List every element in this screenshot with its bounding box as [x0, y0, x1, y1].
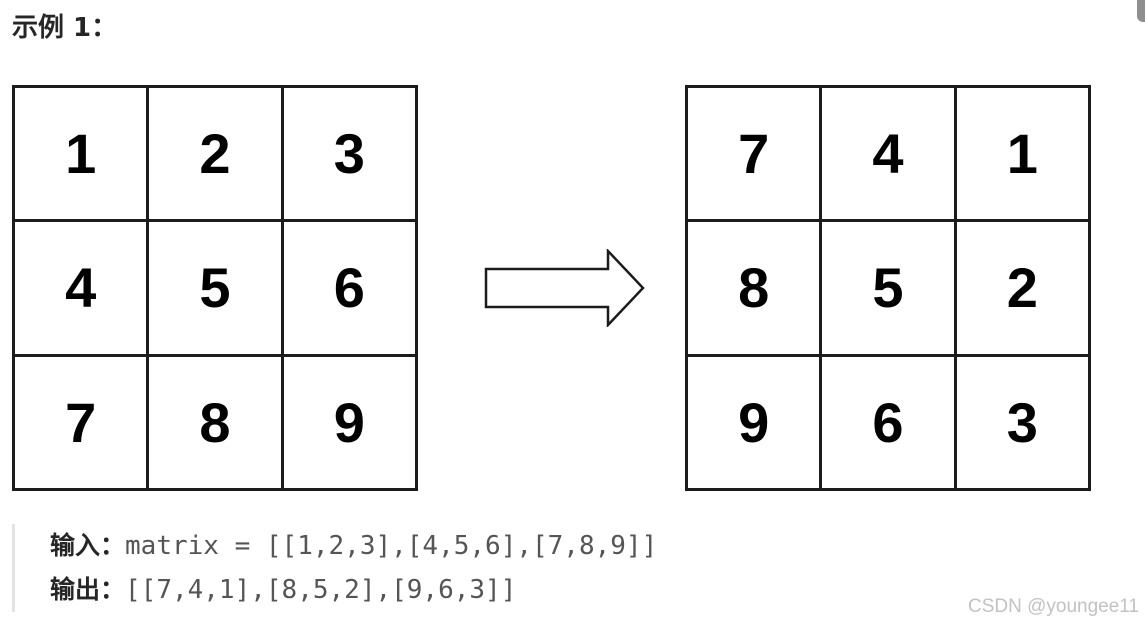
- input-matrix-cell: 7: [15, 356, 150, 491]
- input-line: 输入：matrix = [[1,2,3],[4,5,6],[7,8,9]]: [50, 524, 657, 568]
- input-matrix: 1 2 3 4 5 6 7 8 9: [12, 85, 418, 491]
- example-title: 示例 1：: [12, 13, 118, 43]
- input-matrix-cell: 6: [283, 222, 418, 357]
- output-matrix-cell: 1: [956, 88, 1091, 223]
- input-value: matrix = [[1,2,3],[4,5,6],[7,8,9]]: [125, 531, 658, 561]
- output-label: 输出：: [50, 575, 126, 604]
- input-matrix-cell: 8: [149, 356, 284, 491]
- input-matrix-cell: 2: [149, 88, 284, 223]
- output-line: 输出：[[7,4,1],[8,5,2],[9,6,3]]: [50, 568, 657, 612]
- input-matrix-cell: 9: [283, 356, 418, 491]
- right-arrow-icon: [484, 249, 645, 327]
- output-matrix: 7 4 1 8 5 2 9 6 3: [685, 85, 1091, 491]
- output-matrix-cell: 8: [688, 222, 823, 357]
- input-matrix-cell: 1: [15, 88, 150, 223]
- example-code-block: 输入：matrix = [[1,2,3],[4,5,6],[7,8,9]] 输出…: [12, 524, 657, 612]
- input-matrix-cell: 5: [149, 222, 284, 357]
- output-matrix-cell: 6: [822, 356, 957, 491]
- input-matrix-cell: 4: [15, 222, 150, 357]
- output-matrix-cell: 2: [956, 222, 1091, 357]
- output-matrix-cell: 9: [688, 356, 823, 491]
- output-matrix-cell: 3: [956, 356, 1091, 491]
- watermark: CSDN @youngee11: [967, 596, 1139, 617]
- scrollbar-thumb[interactable]: [1137, 0, 1145, 22]
- input-matrix-cell: 3: [283, 88, 418, 223]
- output-value: [[7,4,1],[8,5,2],[9,6,3]]: [125, 575, 517, 605]
- output-matrix-cell: 4: [822, 88, 957, 223]
- input-label: 输入：: [50, 531, 126, 560]
- output-matrix-cell: 5: [822, 222, 957, 357]
- output-matrix-cell: 7: [688, 88, 823, 223]
